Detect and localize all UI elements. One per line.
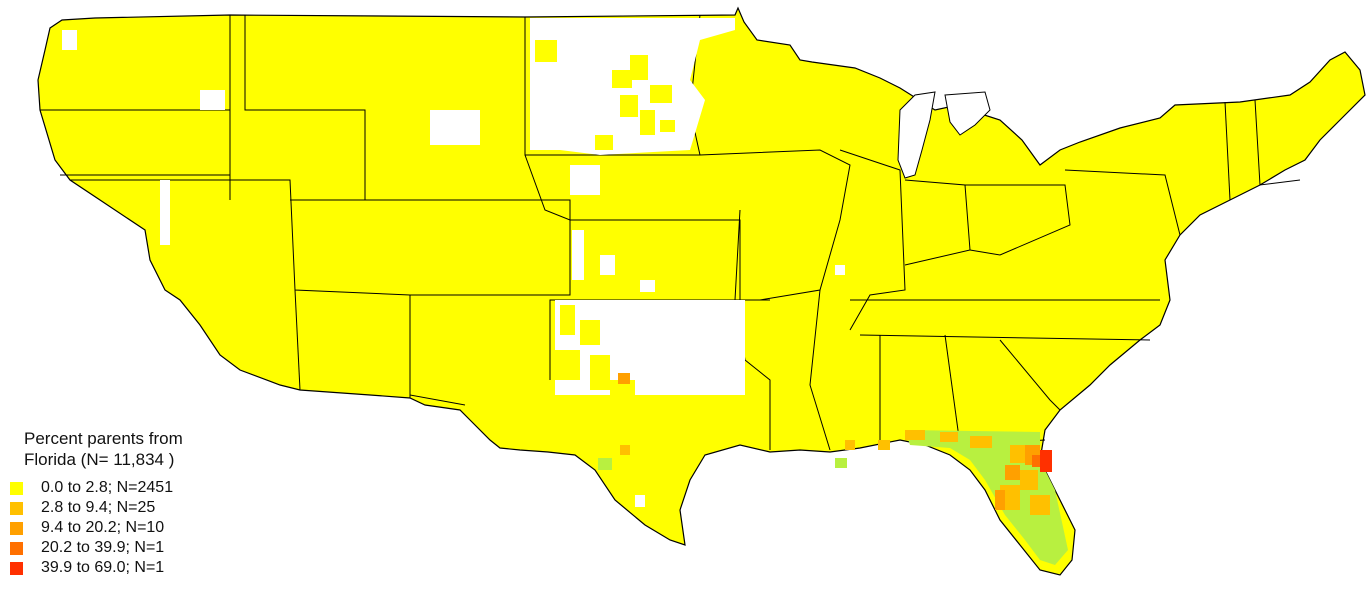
florida-counties bbox=[598, 373, 1068, 565]
legend-item: 39.9 to 69.0; N=1 bbox=[10, 558, 290, 578]
legend-title: Percent parents from Florida (N= 11,834 … bbox=[10, 428, 290, 470]
legend-item: 20.2 to 39.9; N=1 bbox=[10, 538, 290, 558]
state-borders bbox=[40, 14, 1301, 451]
legend-swatch bbox=[10, 501, 23, 515]
no-data-counties bbox=[62, 18, 845, 507]
legend-title-line1: Percent parents from bbox=[24, 429, 183, 448]
legend-swatch bbox=[10, 561, 23, 575]
map-legend: Percent parents from Florida (N= 11,834 … bbox=[10, 428, 290, 578]
legend-label: 9.4 to 20.2; N=10 bbox=[41, 519, 165, 536]
legend-title-line2: Florida (N= 11,834 ) bbox=[24, 450, 175, 469]
north-dakota-counties bbox=[535, 40, 675, 150]
legend-label: 20.2 to 39.9; N=1 bbox=[41, 539, 165, 556]
legend-swatch bbox=[10, 481, 23, 495]
legend-items: 0.0 to 2.8; N=2451 2.8 to 9.4; N=25 9.4 to… bbox=[10, 478, 290, 578]
legend-item: 2.8 to 9.4; N=25 bbox=[10, 498, 290, 518]
legend-item: 9.4 to 20.2; N=10 bbox=[10, 518, 290, 538]
legend-item: 0.0 to 2.8; N=2451 bbox=[10, 478, 290, 498]
legend-label: 39.9 to 69.0; N=1 bbox=[41, 559, 165, 576]
legend-label: 0.0 to 2.8; N=2451 bbox=[41, 479, 174, 496]
legend-label: 2.8 to 9.4; N=25 bbox=[41, 499, 156, 516]
legend-swatch bbox=[10, 541, 23, 555]
legend-swatch bbox=[10, 521, 23, 535]
lake-michigan bbox=[897, 91, 936, 179]
lake-huron-erie bbox=[944, 91, 991, 136]
